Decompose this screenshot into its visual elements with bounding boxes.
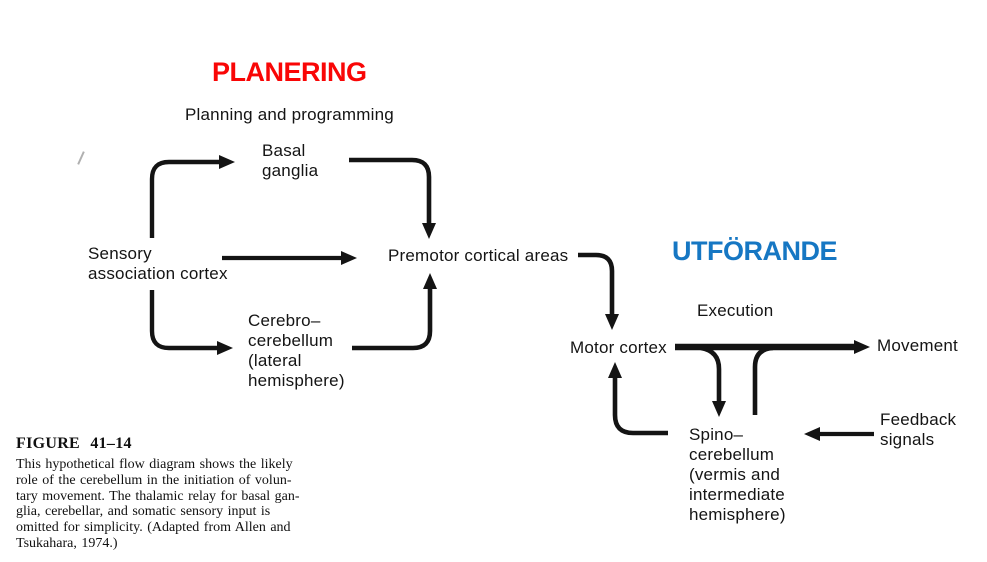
node-motor-cortex: Motor cortex (570, 338, 667, 357)
figure-caption-title: FIGURE 41–14 (16, 435, 132, 452)
arrow-spinocerebellum-to-motor-cortex (608, 362, 668, 436)
figure-caption: FIGURE 41–14 This hypothetical flow diag… (16, 435, 332, 552)
line-spinocerebellum-to-movement-branch (752, 345, 774, 415)
node-spinocerebellum: Spino– cerebellum (vermis and intermedia… (689, 425, 786, 524)
arrow-motor-branch-to-spinocerebellum (700, 345, 726, 417)
node-basal-ganglia: Basal ganglia (262, 141, 319, 180)
arrow-basal-ganglia-to-premotor (349, 157, 436, 239)
node-feedback-signals: Feedback signals (880, 410, 957, 449)
node-premotor-cortical-areas: Premotor cortical areas (388, 246, 569, 265)
arrow-premotor-to-motor-cortex (578, 252, 619, 330)
heading-planering: PLANERING (212, 57, 367, 87)
figure-caption-body: This hypothetical flow diagram shows the… (16, 457, 300, 551)
arrow-cerebrocerebellum-to-premotor (352, 273, 437, 351)
heading-utforande: UTFÖRANDE (672, 236, 838, 266)
node-movement: Movement (877, 336, 958, 355)
node-sensory-association-cortex: Sensory association cortex (88, 244, 228, 283)
node-cerebrocerebellum: Cerebro– cerebellum (lateral hemisphere) (248, 311, 345, 390)
arrow-sensory-to-basal-ganglia (149, 155, 235, 238)
arrow-sensory-to-cerebrocerebellum (149, 290, 233, 355)
stage-label-execution: Execution (697, 301, 774, 320)
stage-label-planning: Planning and programming (185, 105, 394, 124)
